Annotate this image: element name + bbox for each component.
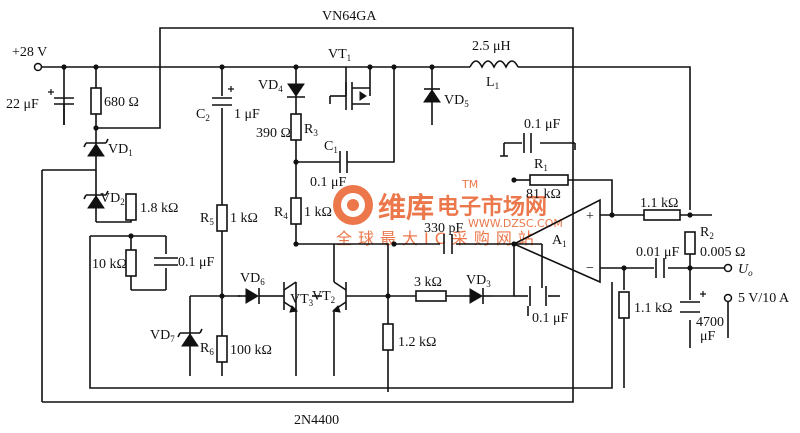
- output-spec-terminal: [723, 293, 733, 303]
- label-r4: R4: [274, 205, 288, 221]
- diode-vd5: [423, 88, 441, 103]
- label-r6-value: 100 kΩ: [230, 343, 272, 358]
- watermark-url: WWW.DZSC.COM: [468, 217, 563, 230]
- label-1-8k: 1.8 kΩ: [140, 201, 178, 216]
- label-r1-value: 81 kΩ: [526, 187, 561, 202]
- output-terminal: [723, 263, 733, 273]
- label-10k: 10 kΩ: [92, 257, 127, 272]
- label-c2: C2: [196, 107, 210, 123]
- label-1-2k: 1.2 kΩ: [398, 335, 436, 350]
- label-r6: R6: [200, 341, 214, 357]
- label-l1: L1: [486, 75, 499, 91]
- label-330pf: 330 pF: [424, 221, 464, 236]
- resistor-r5: [216, 204, 228, 232]
- zener-vd1: [83, 138, 109, 157]
- zener-vd7: [177, 328, 203, 347]
- label-3k: 3 kΩ: [414, 275, 442, 290]
- label-1-1k-top: 1.1 kΩ: [640, 196, 678, 211]
- resistor-10k: [125, 249, 137, 277]
- label-c2-value: 1 μF: [234, 107, 260, 122]
- label-r3: R3: [304, 122, 318, 138]
- label-r4-value: 1 kΩ: [304, 205, 332, 220]
- resistor-1-2k: [382, 323, 394, 351]
- label-uo: Uo: [738, 262, 753, 278]
- diode-vd3: [469, 288, 492, 304]
- label-r2-value: 0.005 Ω: [700, 245, 745, 260]
- resistor-r6: [216, 335, 228, 363]
- resistor-1-1k-top: [643, 209, 681, 221]
- capacitor-c1: [330, 151, 356, 173]
- watermark-tm: TM: [461, 178, 478, 191]
- label-r5-value: 1 kΩ: [230, 211, 258, 226]
- label-vd2: VD2: [100, 191, 125, 207]
- capacitor-0-01uf: [655, 258, 665, 278]
- mosfet-vt1: [329, 82, 370, 110]
- label-0-1uf-bot: 0.1 μF: [532, 311, 569, 326]
- capacitor-22uf: [48, 89, 74, 125]
- label-vt3: VT3: [290, 292, 314, 308]
- transistor-vt2: [331, 281, 347, 313]
- inductor-l1: [469, 60, 519, 69]
- capacitor-330pf: [443, 234, 453, 254]
- label-0-1uf-top: 0.1 μF: [524, 117, 561, 132]
- resistor-680: [90, 87, 102, 115]
- diode-vd6: [238, 288, 270, 304]
- label-1-1k-bot: 1.1 kΩ: [634, 301, 672, 316]
- label-l-value: 2.5 μH: [472, 39, 511, 54]
- resistor-r2: [684, 231, 696, 255]
- resistor-r3: [290, 113, 302, 141]
- capacitor-c2: [210, 86, 234, 108]
- label-opamp-minus: −: [586, 261, 594, 276]
- capacitor-0-1uf-top: [500, 133, 576, 157]
- label-vt1: VT1: [328, 47, 351, 63]
- label-vt2: VT2: [312, 289, 335, 305]
- label-0-1uf-left: 0.1 μF: [178, 255, 215, 270]
- diode-vd4: [287, 83, 305, 98]
- watermark-brand1: 维库: [378, 191, 434, 224]
- resistor-1-1k-bot: [618, 291, 630, 319]
- resistor-1-8k: [125, 193, 137, 221]
- label-22uf: 22 μF: [6, 97, 39, 112]
- resistor-3k: [415, 290, 447, 302]
- transistor-vt3: [283, 281, 299, 313]
- capacitor-0-1uf-left: [150, 254, 182, 268]
- label-vd4: VD4: [258, 78, 283, 94]
- opamp-a1: [512, 198, 601, 284]
- label-4700: 4700: [696, 315, 724, 330]
- label-680: 680 Ω: [104, 95, 139, 110]
- label-supply: +28 V: [12, 45, 47, 60]
- capacitor-0-1uf-bot: [527, 286, 547, 316]
- label-4700-unit: μF: [700, 329, 716, 344]
- label-r5: R5: [200, 211, 214, 227]
- watermark-brand2: 电子市场网: [437, 194, 547, 220]
- label-vd1: VD1: [108, 142, 133, 158]
- label-vd3: VD3: [466, 273, 491, 289]
- label-opamp-plus: +: [586, 209, 594, 224]
- label-vd5: VD5: [444, 93, 469, 109]
- label-r1: R1: [534, 157, 548, 173]
- label-r3-value: 390 Ω: [256, 126, 291, 141]
- capacitor-4700uf: [680, 291, 706, 313]
- supply-terminal: [33, 62, 43, 72]
- zener-vd2: [83, 190, 109, 209]
- resistor-r1: [529, 174, 569, 186]
- label-output-spec: 5 V/10 A: [738, 291, 790, 306]
- label-r2: R2: [700, 225, 714, 241]
- label-c1: C1: [324, 139, 338, 155]
- label-0-01uf: 0.01 μF: [636, 245, 680, 260]
- resistor-r4: [290, 197, 302, 225]
- label-vd6: VD6: [240, 271, 265, 287]
- watermark: 维库 电子市场网 TM WWW.DZSC.COM 全球最大IC采购网站: [333, 178, 563, 248]
- labels: +28 V VN64GA 2N4400 VT1 2.5 μH L1 VD4 VD…: [6, 9, 790, 428]
- label-2n4400: 2N4400: [294, 413, 339, 428]
- label-c1-value: 0.1 μF: [310, 175, 347, 190]
- label-a1: A1: [552, 233, 567, 249]
- label-vn64ga: VN64GA: [322, 9, 377, 24]
- label-vd7: VD7: [150, 328, 175, 344]
